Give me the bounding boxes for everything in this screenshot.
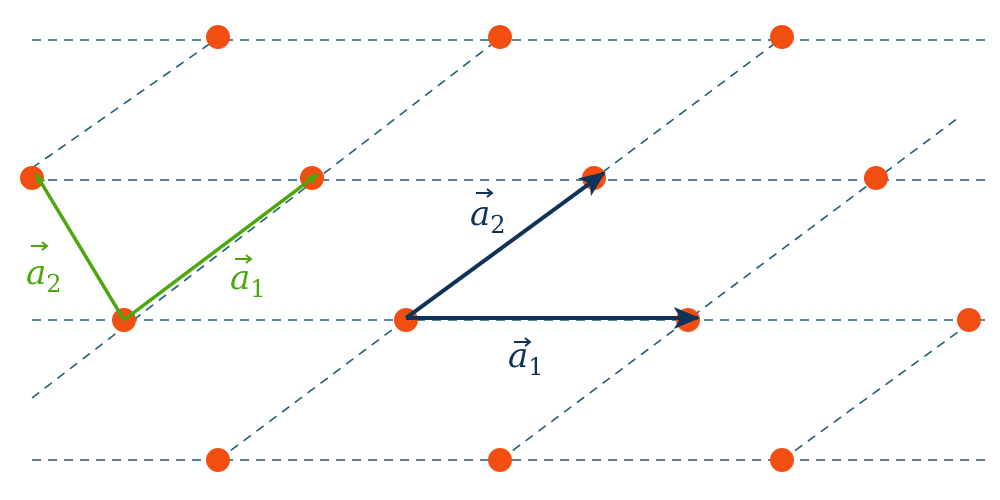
svg-text:a2: a2 xyxy=(26,253,62,298)
green-vector-a2-arrow xyxy=(34,173,126,321)
vector-arrow-accent-icon xyxy=(476,188,494,198)
diagonal-line-5 xyxy=(781,331,959,461)
vector-arrow-accent-icon xyxy=(235,254,253,264)
label-base: a xyxy=(230,258,250,298)
label-subscript: 1 xyxy=(528,353,543,381)
diagonal-line-1 xyxy=(31,37,219,169)
lattice-point xyxy=(206,448,230,472)
label-green-a2: a2 xyxy=(26,241,62,298)
lattice-point xyxy=(957,308,981,332)
diagonal-line-4 xyxy=(499,117,959,461)
vector-arrow-accent-icon xyxy=(31,241,49,251)
svg-text:a2: a2 xyxy=(470,194,506,239)
label-green-a1: a1 xyxy=(230,254,266,303)
lattice-point xyxy=(864,166,888,190)
label-subscript: 1 xyxy=(250,275,265,303)
label-base: a xyxy=(470,194,490,234)
label-base: a xyxy=(26,253,46,293)
lattice-point xyxy=(488,448,512,472)
horizontal-lattice-lines xyxy=(32,39,985,461)
diagonal-lattice-lines xyxy=(31,37,959,461)
lattice-point xyxy=(770,448,794,472)
vector-arrow-accent-icon xyxy=(514,337,532,347)
green-vector-a1-arrow xyxy=(122,172,320,322)
navy-vector-a2-arrow xyxy=(404,171,606,320)
svg-text:a1: a1 xyxy=(230,258,266,303)
label-subscript: 2 xyxy=(46,270,61,298)
svg-text:a1: a1 xyxy=(508,336,544,381)
lattice-point xyxy=(206,25,230,49)
label-subscript: 2 xyxy=(490,211,505,239)
lattice-point xyxy=(770,25,794,49)
diagonal-line-2 xyxy=(31,37,501,399)
label-base: a xyxy=(508,336,528,376)
lattice-point xyxy=(488,25,512,49)
green-vector-set xyxy=(34,172,320,322)
label-navy-a1: a1 xyxy=(508,336,544,381)
navy-vector-set xyxy=(404,171,701,329)
label-navy-a2: a2 xyxy=(470,188,506,239)
